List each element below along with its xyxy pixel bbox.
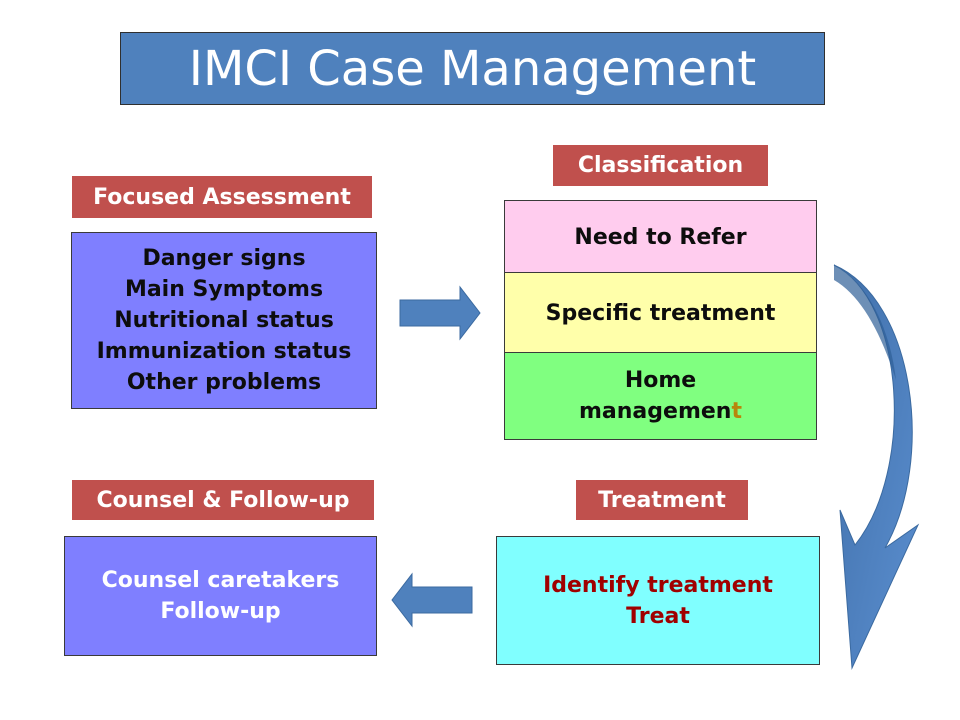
page-title: IMCI Case Management — [120, 32, 825, 105]
home-management-line2-last: t — [731, 399, 742, 424]
classification-need-to-refer: Need to Refer — [504, 200, 817, 273]
need-to-refer-text: Need to Refer — [574, 224, 747, 250]
treatment-item: Identify treatment — [543, 572, 773, 598]
classification-specific-treatment: Specific treatment — [504, 272, 817, 353]
treatment-box: Identify treatment Treat — [496, 536, 820, 665]
assessment-item: Other problems — [126, 370, 322, 395]
specific-treatment-text: Specific treatment — [545, 300, 776, 326]
counsel-item: Counsel caretakers — [101, 568, 340, 593]
classification-home-management: Home management — [504, 352, 817, 440]
arrow-left-icon — [391, 572, 473, 628]
home-management-line2: management — [579, 396, 742, 427]
classification-label: Classification — [553, 145, 768, 186]
assessment-box: Danger signs Main Symptoms Nutritional s… — [71, 232, 377, 409]
counsel-follow-up-label: Counsel & Follow-up — [72, 480, 374, 520]
counsel-item: Follow-up — [160, 599, 281, 624]
curved-arrow-shade-icon — [834, 265, 896, 380]
home-management-line2-main: managemen — [579, 399, 732, 424]
assessment-item: Danger signs — [142, 246, 306, 271]
treatment-item: Treat — [626, 603, 690, 629]
assessment-item: Main Symptoms — [124, 277, 324, 302]
arrow-right-icon — [399, 285, 481, 341]
counsel-box: Counsel caretakers Follow-up — [64, 536, 377, 656]
focused-assessment-label: Focused Assessment — [72, 176, 372, 218]
treatment-label: Treatment — [576, 480, 748, 520]
assessment-item: Immunization status — [96, 339, 352, 364]
home-management-line1: Home — [624, 368, 697, 393]
assessment-item: Nutritional status — [114, 308, 334, 333]
